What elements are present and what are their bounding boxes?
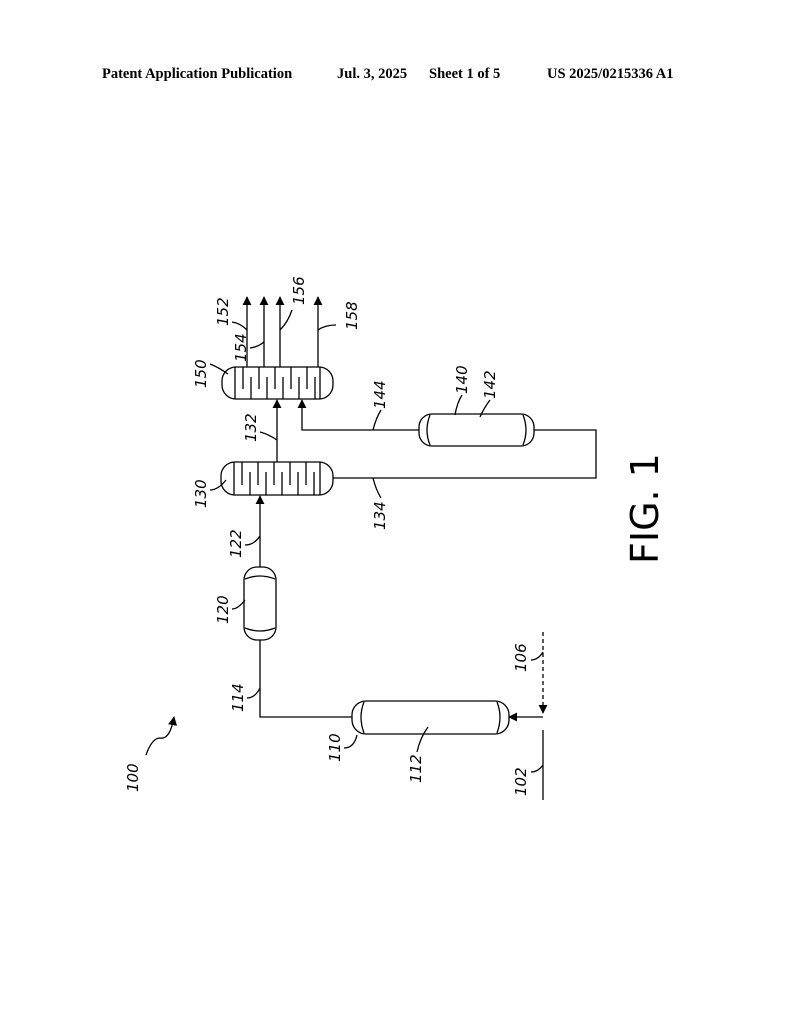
leader-lines <box>145 309 544 773</box>
ref-112: 112 <box>407 754 425 783</box>
reactor-140 <box>418 413 535 447</box>
ref-100: 100 <box>124 763 142 792</box>
stream-144 <box>297 399 419 431</box>
ref-156: 156 <box>290 276 308 305</box>
ref-106: 106 <box>512 643 530 672</box>
ref-154: 154 <box>232 333 250 362</box>
ref-120: 120 <box>214 595 232 624</box>
reactor-120 <box>243 566 277 641</box>
ref-110: 110 <box>326 733 344 762</box>
ref-140: 140 <box>453 365 471 394</box>
separator-130 <box>220 461 334 496</box>
sheet-number: Sheet 1 of 5 <box>429 66 501 82</box>
publication-number: US 2025/0215336 A1 <box>547 66 674 82</box>
ref-142: 142 <box>481 370 499 399</box>
ref-114: 114 <box>229 683 247 712</box>
ref-152: 152 <box>214 297 232 326</box>
ref-102: 102 <box>512 767 530 796</box>
figure-label: FIG. 1 <box>623 453 667 564</box>
ref-158: 158 <box>343 301 361 330</box>
publication-type: Patent Application Publication <box>102 66 293 82</box>
reference-numerals: 100 102 106 110 112 114 120 122 130 132 … <box>124 276 530 796</box>
ref-150: 150 <box>192 359 210 388</box>
ref-130: 130 <box>192 479 210 508</box>
ref-122: 122 <box>227 529 245 558</box>
ref-132: 132 <box>242 413 260 442</box>
page-header: Patent Application Publication Jul. 3, 2… <box>0 66 794 90</box>
ref-144: 144 <box>371 380 389 409</box>
separator-150 <box>221 366 334 400</box>
stream-114 <box>259 640 352 718</box>
stream-134 <box>333 429 597 479</box>
reactor-110 <box>351 700 510 735</box>
ref-134: 134 <box>371 501 389 530</box>
publication-date: Jul. 3, 2025 <box>337 66 408 82</box>
